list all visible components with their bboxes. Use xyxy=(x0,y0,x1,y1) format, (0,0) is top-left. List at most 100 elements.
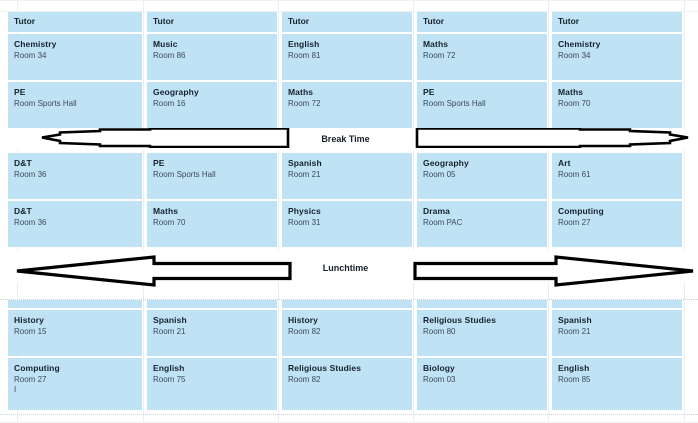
lesson-room: Room PAC xyxy=(423,218,463,227)
lesson-subject: PE xyxy=(153,158,165,168)
lesson-cell-p2-d4[interactable]: PE Room Sports Hall xyxy=(417,82,547,128)
lesson-cell-p2-d2[interactable]: Geography Room 16 xyxy=(147,82,277,128)
lesson-room: Room 75 xyxy=(153,375,186,384)
period-stub-d4 xyxy=(417,300,547,308)
lesson-subject: D&T xyxy=(14,158,32,168)
break-arrow-left xyxy=(41,128,290,148)
lesson-cell-p4-d1[interactable]: D&T Room 36 xyxy=(8,201,142,247)
lesson-subject: PE xyxy=(14,87,26,97)
lesson-cell-p5-d3[interactable]: History Room 82 xyxy=(282,310,412,356)
lesson-subject: Religious Studies xyxy=(423,315,497,325)
tutor-label: Tutor xyxy=(288,16,310,26)
lesson-room: Room 80 xyxy=(423,327,456,336)
lesson-cell-p1-d2[interactable]: Music Room 86 xyxy=(147,34,277,80)
lesson-cell-p2-d5[interactable]: Maths Room 70 xyxy=(552,82,682,128)
lesson-cell-p5-d1[interactable]: History Room 15 xyxy=(8,310,142,356)
lesson-cell-p1-d1[interactable]: Chemistry Room 34 xyxy=(8,34,142,80)
lunchtime-arrow-left xyxy=(16,255,292,287)
lesson-cell-p2-d1[interactable]: PE Room Sports Hall xyxy=(8,82,142,128)
lesson-room: Room 34 xyxy=(14,51,47,60)
lesson-room: Room 70 xyxy=(558,99,591,108)
period-stub-d1 xyxy=(8,300,142,308)
lesson-cell-p2-d3[interactable]: Maths Room 72 xyxy=(282,82,412,128)
gridline xyxy=(0,11,698,12)
lesson-room: Room 27 xyxy=(558,218,591,227)
lesson-room: Room 61 xyxy=(558,170,591,179)
lesson-subject: Physics xyxy=(288,206,321,216)
lesson-subject: Biology xyxy=(423,363,455,373)
lesson-subject: Computing xyxy=(558,206,604,216)
lesson-room: Room 21 xyxy=(153,327,186,336)
lesson-cell-p6-d2[interactable]: English Room 75 xyxy=(147,358,277,410)
lesson-room: Room Sports Hall xyxy=(153,170,216,179)
lesson-room: Room 31 xyxy=(288,218,321,227)
lesson-subject: Chemistry xyxy=(14,39,57,49)
lesson-cell-p4-d2[interactable]: Maths Room 70 xyxy=(147,201,277,247)
lesson-subject: History xyxy=(14,315,44,325)
lesson-subject: Maths xyxy=(288,87,314,97)
tutor-cell-day1[interactable]: Tutor xyxy=(8,12,142,32)
lesson-cell-p6-d1[interactable]: Computing Room 27 I xyxy=(8,358,142,410)
gridline xyxy=(413,0,414,423)
lesson-room: Room 03 xyxy=(423,375,456,384)
lesson-room: Room Sports Hall xyxy=(14,99,77,108)
lesson-room: Room 16 xyxy=(153,99,186,108)
tutor-cell-day4[interactable]: Tutor xyxy=(417,12,547,32)
lesson-cell-p6-d3[interactable]: Religious Studies Room 82 xyxy=(282,358,412,410)
gridline xyxy=(684,0,685,423)
lunchtime-arrow-right xyxy=(413,255,694,287)
lesson-cell-p3-d4[interactable]: Geography Room 05 xyxy=(417,153,547,199)
lesson-cell-p4-d3[interactable]: Physics Room 31 xyxy=(282,201,412,247)
lesson-subject: Spanish xyxy=(558,315,592,325)
lesson-room: Room 27 xyxy=(14,375,47,384)
lesson-room: Room 34 xyxy=(558,51,591,60)
lesson-cell-p3-d3[interactable]: Spanish Room 21 xyxy=(282,153,412,199)
lesson-cell-p5-d2[interactable]: Spanish Room 21 xyxy=(147,310,277,356)
lesson-cell-p4-d4[interactable]: Drama Room PAC xyxy=(417,201,547,247)
lesson-cell-p6-d5[interactable]: English Room 85 xyxy=(552,358,682,410)
lesson-subject: English xyxy=(288,39,320,49)
lesson-subject: Music xyxy=(153,39,178,49)
gridline xyxy=(0,0,698,1)
lesson-room: Room 81 xyxy=(288,51,321,60)
lesson-note: I xyxy=(14,385,17,394)
lesson-subject: Geography xyxy=(423,158,469,168)
lesson-cell-p3-d5[interactable]: Art Room 61 xyxy=(552,153,682,199)
lesson-room: Room 86 xyxy=(153,51,186,60)
lesson-room: Room 15 xyxy=(14,327,47,336)
tutor-cell-day3[interactable]: Tutor xyxy=(282,12,412,32)
lesson-subject: Computing xyxy=(14,363,60,373)
row-separator xyxy=(0,414,698,415)
break-time-label: Break Time xyxy=(321,134,370,144)
lesson-cell-p5-d4[interactable]: Religious Studies Room 80 xyxy=(417,310,547,356)
lesson-subject: English xyxy=(153,363,185,373)
lesson-cell-p1-d4[interactable]: Maths Room 72 xyxy=(417,34,547,80)
break-arrow-right xyxy=(415,128,689,148)
lesson-cell-p6-d4[interactable]: Biology Room 03 xyxy=(417,358,547,410)
lesson-cell-p3-d2[interactable]: PE Room Sports Hall xyxy=(147,153,277,199)
lesson-subject: Chemistry xyxy=(558,39,601,49)
tutor-cell-day2[interactable]: Tutor xyxy=(147,12,277,32)
tutor-label: Tutor xyxy=(14,16,36,26)
period-stub-d5 xyxy=(552,300,682,308)
lesson-cell-p1-d5[interactable]: Chemistry Room 34 xyxy=(552,34,682,80)
lesson-room: Room 82 xyxy=(288,327,321,336)
lesson-subject: Maths xyxy=(558,87,584,97)
lesson-cell-p5-d5[interactable]: Spanish Room 21 xyxy=(552,310,682,356)
lesson-room: Room 36 xyxy=(14,170,47,179)
tutor-cell-day5[interactable]: Tutor xyxy=(552,12,682,32)
gridline xyxy=(143,0,144,423)
lesson-subject: Drama xyxy=(423,206,450,216)
lesson-subject: D&T xyxy=(14,206,32,216)
lesson-room: Room 82 xyxy=(288,375,321,384)
lesson-subject: Art xyxy=(558,158,571,168)
lesson-cell-p4-d5[interactable]: Computing Room 27 xyxy=(552,201,682,247)
row-separator xyxy=(0,299,698,300)
lesson-cell-p3-d1[interactable]: D&T Room 36 xyxy=(8,153,142,199)
tutor-label: Tutor xyxy=(153,16,175,26)
lesson-room: Room 72 xyxy=(423,51,456,60)
lesson-room: Room 36 xyxy=(14,218,47,227)
period-stub-d2 xyxy=(147,300,277,308)
lesson-cell-p1-d3[interactable]: English Room 81 xyxy=(282,34,412,80)
